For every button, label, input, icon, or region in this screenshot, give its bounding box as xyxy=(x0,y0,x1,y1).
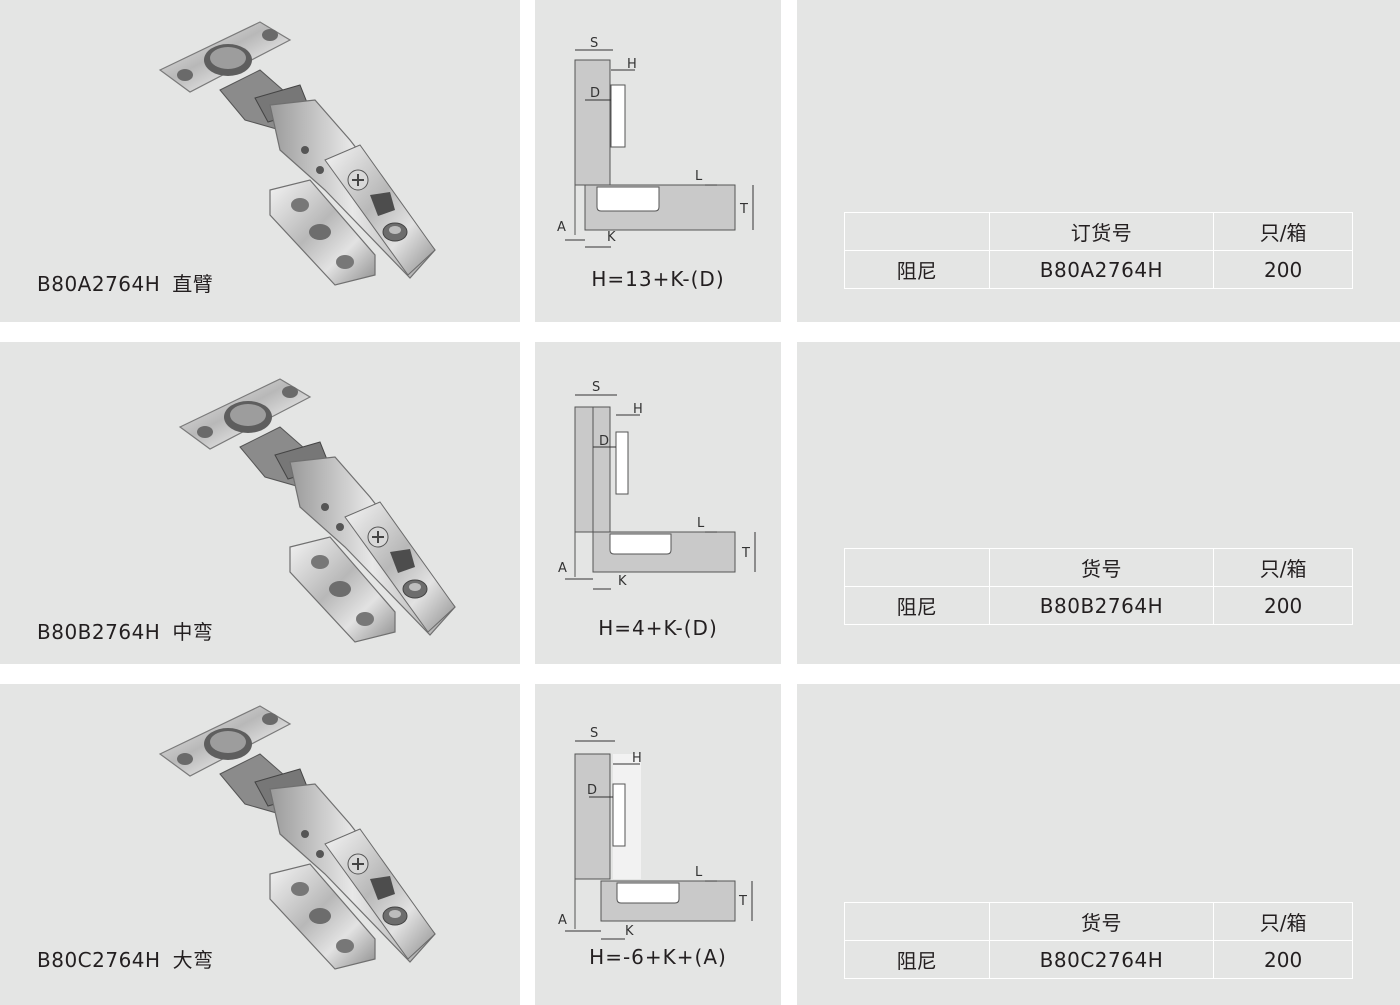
product-code: B80C2764H xyxy=(37,948,161,972)
overlay-formula: H=4+K-(D) xyxy=(598,616,718,640)
dimension-diagram-panel: S H D L T A K H=13+K-(D) xyxy=(535,0,781,322)
header-cell: 订货号 xyxy=(988,212,1215,251)
spec-table: 货号 只/箱 阻尼 B80C2764H 200 xyxy=(844,902,1353,979)
header-cell: 货号 xyxy=(988,902,1215,941)
dim-t-label: T xyxy=(741,546,750,561)
dim-s-label: S xyxy=(590,36,598,51)
dim-l-label: L xyxy=(695,169,703,184)
table-cell: 200 xyxy=(1213,940,1353,979)
dimension-diagram-panel: S H D L T A K H=-6+K+(A) xyxy=(535,684,781,1005)
header-cell: 只/箱 xyxy=(1213,548,1353,587)
table-cell: 200 xyxy=(1213,250,1353,289)
product-row: B80A2764H 直臂 S H D L T A K xyxy=(0,0,1400,322)
spec-table-panel: 订货号 只/箱 阻尼 B80A2764H 200 xyxy=(797,0,1400,322)
hinge-half-overlay-image xyxy=(170,367,470,657)
dim-a-label: A xyxy=(557,220,566,235)
header-cell xyxy=(844,902,990,941)
dim-a-label: A xyxy=(558,913,567,928)
table-cell: B80C2764H xyxy=(988,940,1215,979)
product-image-panel: B80B2764H 中弯 xyxy=(0,342,520,664)
dim-d-label: D xyxy=(599,434,609,449)
dim-k-label: K xyxy=(618,574,627,589)
dimension-diagram-panel: S H D L T A K H=4+K-(D) xyxy=(535,342,781,664)
dim-t-label: T xyxy=(738,894,747,909)
spec-table-panel: 货号 只/箱 阻尼 B80B2764H 200 xyxy=(797,342,1400,664)
spec-table: 货号 只/箱 阻尼 B80B2764H 200 xyxy=(844,548,1353,625)
product-image-panel: B80C2764H 大弯 xyxy=(0,684,520,1005)
product-code: B80B2764H xyxy=(37,620,161,644)
dim-s-label: S xyxy=(590,726,598,741)
dim-h-label: H xyxy=(632,751,642,766)
product-caption: B80B2764H 中弯 xyxy=(37,616,213,645)
dim-d-label: D xyxy=(590,86,600,101)
header-cell: 只/箱 xyxy=(1213,902,1353,941)
header-cell xyxy=(844,548,990,587)
product-image-panel: B80A2764H 直臂 xyxy=(0,0,520,322)
hinge-inset-image xyxy=(150,694,450,984)
table-cell: 阻尼 xyxy=(844,940,990,979)
arm-type: 大弯 xyxy=(172,948,214,972)
table-row: 阻尼 B80C2764H 200 xyxy=(844,940,1353,979)
table-cell: B80A2764H xyxy=(988,250,1215,289)
spec-table: 订货号 只/箱 阻尼 B80A2764H 200 xyxy=(844,212,1353,289)
table-header-row: 货号 只/箱 xyxy=(844,548,1353,587)
table-row: 阻尼 B80A2764H 200 xyxy=(844,250,1353,289)
product-caption: B80A2764H 直臂 xyxy=(37,268,213,297)
table-header-row: 货号 只/箱 xyxy=(844,902,1353,941)
dim-d-label: D xyxy=(587,783,597,798)
table-cell: 阻尼 xyxy=(844,586,990,625)
header-cell: 只/箱 xyxy=(1213,212,1353,251)
dim-l-label: L xyxy=(695,865,703,880)
product-row: B80C2764H 大弯 S H D L T A K H=-6+K+(A) xyxy=(0,684,1400,1005)
overlay-formula: H=-6+K+(A) xyxy=(589,945,727,969)
table-cell: 阻尼 xyxy=(844,250,990,289)
dim-k-label: K xyxy=(607,230,616,245)
dimension-diagram: S H D L T A K xyxy=(557,36,754,248)
dim-h-label: H xyxy=(633,402,643,417)
dim-h-label: H xyxy=(627,57,637,72)
header-cell: 货号 xyxy=(988,548,1215,587)
product-row: B80B2764H 中弯 S H D L T A K H=4+K-(D) xyxy=(0,342,1400,664)
product-caption: B80C2764H 大弯 xyxy=(37,944,214,973)
table-cell: 200 xyxy=(1213,586,1353,625)
dim-t-label: T xyxy=(739,202,748,217)
spec-table-panel: 货号 只/箱 阻尼 B80C2764H 200 xyxy=(797,684,1400,1005)
dim-l-label: L xyxy=(697,516,705,531)
dim-a-label: A xyxy=(558,561,567,576)
product-code: B80A2764H xyxy=(37,272,161,296)
dimension-diagram: S H D L T A K xyxy=(558,380,756,590)
arm-type: 中弯 xyxy=(172,620,214,644)
dimension-diagram: S H D L T A K xyxy=(558,726,753,940)
dim-s-label: S xyxy=(592,380,600,395)
header-cell xyxy=(844,212,990,251)
table-cell: B80B2764H xyxy=(988,586,1215,625)
table-row: 阻尼 B80B2764H 200 xyxy=(844,586,1353,625)
arm-type: 直臂 xyxy=(172,272,214,296)
dim-k-label: K xyxy=(625,924,634,939)
overlay-formula: H=13+K-(D) xyxy=(591,267,725,291)
table-header-row: 订货号 只/箱 xyxy=(844,212,1353,251)
hinge-straight-arm-image xyxy=(150,10,450,300)
